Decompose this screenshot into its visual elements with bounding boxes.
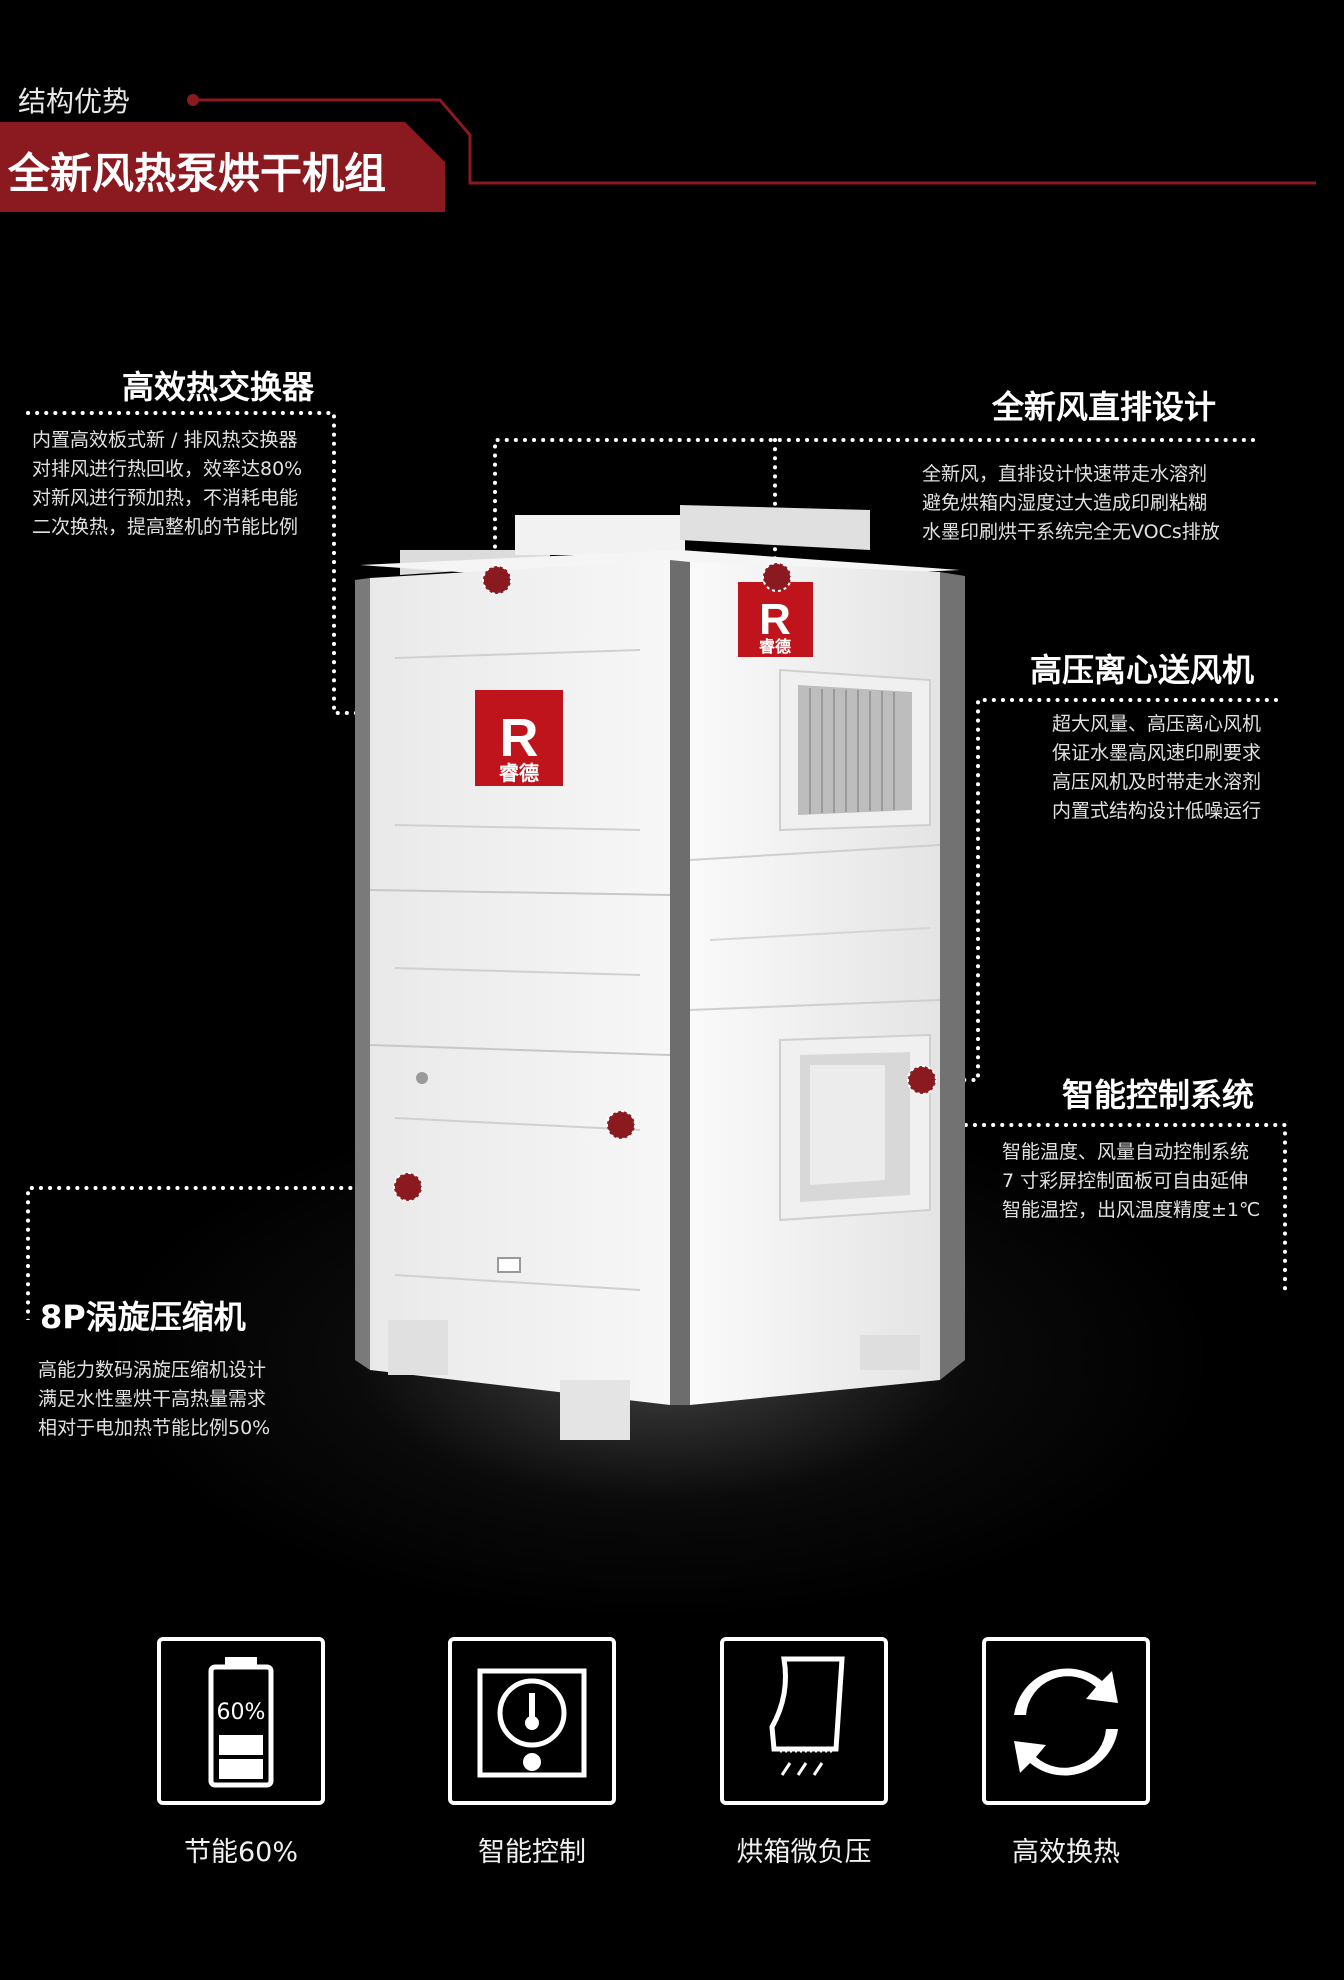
desc-line: 对新风进行预加热，不消耗电能 bbox=[32, 487, 299, 509]
header-decoration-line bbox=[187, 94, 1316, 185]
desc-line: 相对于电加热节能比例50% bbox=[38, 1417, 271, 1439]
desc-line: 高能力数码涡旋压缩机设计 bbox=[38, 1359, 267, 1381]
desc-line: 对排风进行热回收，效率达80% bbox=[32, 458, 303, 480]
desc-line: 全新风，直排设计快速带走水溶剂 bbox=[922, 463, 1208, 485]
desc-line: 满足水性墨烘干高热量需求 bbox=[38, 1388, 267, 1410]
battery-icon-box: 60% bbox=[157, 1637, 325, 1805]
feature-desc-compressor: 高能力数码涡旋压缩机设计 满足水性墨烘干高热量需求 相对于电加热节能比例50% bbox=[38, 1356, 270, 1443]
page-title: 全新风热泵烘干机组 bbox=[8, 149, 387, 198]
battery-icon: 60% bbox=[208, 1657, 274, 1788]
feature-desc-blower: 超大风量、高压离心风机 保证水墨高风速印刷要求 高压风机及时带走水溶剂 内置式结… bbox=[1052, 710, 1261, 826]
desc-line: 内置高效板式新 / 排风热交换器 bbox=[32, 429, 298, 451]
desc-line: 智能温度、风量自动控制系统 bbox=[1002, 1141, 1250, 1163]
feature-title-compressor: 8P涡旋压缩机 bbox=[40, 1298, 246, 1336]
brand-name-side: 睿德 bbox=[759, 637, 791, 656]
section-label: 结构优势 bbox=[18, 85, 131, 118]
thermometer-panel-icon bbox=[477, 1668, 587, 1778]
desc-line: 7 寸彩屏控制面板可自由延伸 bbox=[1002, 1170, 1249, 1192]
hotspot-markers bbox=[393, 562, 937, 1202]
battery-percent: 60% bbox=[217, 1700, 266, 1725]
desc-line: 内置式结构设计低噪运行 bbox=[1052, 800, 1262, 822]
icon-label-control: 智能控制 bbox=[478, 1837, 586, 1868]
feature-desc-control: 智能温度、风量自动控制系统 7 寸彩屏控制面板可自由延伸 智能温控，出风温度精度… bbox=[1002, 1138, 1260, 1225]
desc-line: 水墨印刷烘干系统完全无VOCs排放 bbox=[922, 521, 1220, 543]
refresh-arrows-icon-box bbox=[982, 1637, 1150, 1805]
icon-label-negative-pressure: 烘箱微负压 bbox=[736, 1837, 872, 1868]
feature-title-blower: 高压离心送风机 bbox=[1030, 651, 1255, 689]
desc-line: 智能温控，出风温度精度±1℃ bbox=[1002, 1199, 1261, 1221]
desc-line: 超大风量、高压离心风机 bbox=[1052, 713, 1262, 735]
brand-logo-side bbox=[738, 582, 813, 657]
oven-airflow-icon bbox=[769, 1656, 845, 1776]
brand-name-front: 睿德 bbox=[499, 761, 539, 785]
brand-logo-front bbox=[475, 690, 563, 786]
refresh-arrows-icon bbox=[1014, 1668, 1118, 1776]
desc-line: 高压风机及时带走水溶剂 bbox=[1052, 771, 1262, 793]
desc-line: 二次换热，提高整机的节能比例 bbox=[32, 516, 299, 538]
title-band bbox=[0, 122, 445, 212]
feature-title-heat-exchanger: 高效热交换器 bbox=[122, 368, 315, 406]
feature-title-control: 智能控制系统 bbox=[1062, 1076, 1255, 1114]
svg-text:R: R bbox=[759, 595, 791, 644]
oven-airflow-icon-box bbox=[720, 1637, 888, 1805]
heat-pump-unit-illustration: R 睿德 R 睿德 bbox=[355, 505, 965, 1440]
feature-title-fresh-air: 全新风直排设计 bbox=[992, 388, 1217, 426]
desc-line: 避免烘箱内湿度过大造成印刷粘糊 bbox=[922, 492, 1208, 514]
thermometer-panel-icon-box bbox=[448, 1637, 616, 1805]
desc-line: 保证水墨高风速印刷要求 bbox=[1052, 742, 1262, 764]
icon-label-energy: 节能60% bbox=[183, 1837, 298, 1868]
feature-desc-fresh-air: 全新风，直排设计快速带走水溶剂 避免烘箱内湿度过大造成印刷粘糊 水墨印刷烘干系统… bbox=[922, 460, 1220, 547]
svg-text:R: R bbox=[500, 708, 539, 768]
feature-desc-heat-exchanger: 内置高效板式新 / 排风热交换器 对排风进行热回收，效率达80% 对新风进行预加… bbox=[32, 426, 302, 542]
icon-label-heat-exchange: 高效换热 bbox=[1012, 1837, 1120, 1868]
